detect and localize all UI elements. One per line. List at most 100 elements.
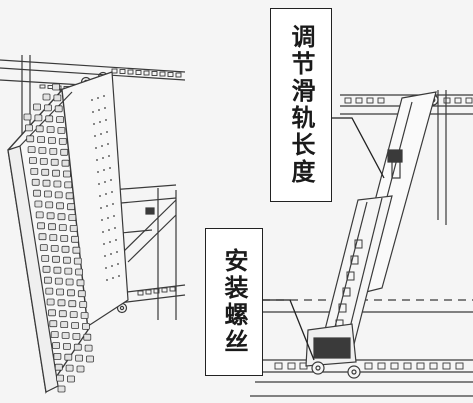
keyboard-key — [48, 137, 56, 144]
keyboard-key — [60, 148, 69, 156]
keyboard-key — [44, 276, 52, 284]
keyboard-key — [69, 224, 78, 232]
keyboard-key — [30, 167, 39, 175]
keyboard-key — [27, 146, 36, 154]
keyboard-key — [57, 299, 66, 307]
keyboard-key — [67, 203, 75, 211]
keyboard-key — [52, 255, 60, 263]
top-rail-holes — [39, 68, 182, 90]
keyboard-key — [33, 103, 41, 111]
keyboard-key — [57, 127, 66, 134]
upper-rack-holes — [344, 97, 473, 104]
keyboard-key — [63, 342, 71, 350]
keyboard-key — [54, 277, 63, 285]
keyboard-key — [49, 147, 58, 155]
keyboard-key — [33, 189, 41, 197]
keyboard-key — [56, 116, 64, 123]
callout-install-screw-text: 安装螺丝 — [220, 248, 248, 356]
keyboard-key — [64, 353, 73, 361]
keyboard-key — [67, 289, 75, 297]
keyboard-key — [71, 235, 79, 243]
keyboard-key — [65, 278, 74, 286]
keyboard-key — [31, 178, 40, 186]
keyboard-key — [50, 331, 59, 339]
keyboard-key — [54, 363, 63, 371]
left-rack-illustration — [0, 55, 186, 394]
keyboard-key — [64, 267, 73, 275]
keyboard-key — [50, 244, 59, 252]
keyboard-key — [57, 385, 66, 393]
leader-adjust-rail — [332, 117, 385, 179]
keyboard-key — [54, 191, 63, 199]
keyboard-key — [49, 234, 58, 242]
keyboard-key — [75, 268, 83, 276]
keyboard-key — [45, 287, 54, 295]
callout-leaders — [263, 117, 385, 361]
keyboard-key — [80, 312, 89, 319]
keyboard-key — [52, 83, 60, 91]
keyboard-key — [58, 137, 67, 145]
keyboard-key — [63, 170, 71, 178]
callout-adjust-rail-length: 调节滑轨长度 — [270, 8, 332, 202]
keyboard-key — [46, 298, 55, 306]
lower-rack-holes — [274, 362, 464, 370]
keyboard-key — [75, 354, 83, 362]
right-rail-illustration — [250, 90, 473, 397]
leader-install-screw — [263, 299, 315, 361]
keyboard-key — [58, 224, 67, 232]
keyboard-key — [60, 234, 69, 242]
keyboard-key — [69, 311, 78, 319]
keyboard-key — [58, 310, 67, 318]
keyboard-key — [39, 157, 48, 165]
keyboard-key — [61, 332, 70, 339]
keyboard-key — [68, 300, 77, 308]
keyboard-key — [56, 374, 64, 382]
keyboard-key — [35, 211, 44, 219]
keyboard-key — [41, 168, 50, 176]
keyboard-key — [41, 254, 50, 262]
keyboard-key — [48, 223, 56, 231]
keyboard-keys — [23, 83, 94, 393]
keyboard-key — [82, 322, 90, 330]
keyboard-key — [39, 244, 48, 252]
tray-perforation — [91, 95, 120, 281]
keyboard-key — [46, 212, 55, 220]
keyboard-key — [76, 279, 85, 287]
keyboard-key — [38, 147, 47, 154]
keyboard-key — [24, 124, 33, 132]
keyboard-key — [57, 213, 66, 221]
keyboard-key — [53, 94, 62, 102]
keyboard-key — [53, 352, 62, 360]
keyboard-key — [61, 245, 70, 253]
callout-adjust-rail-length-text: 调节滑轨长度 — [287, 24, 315, 186]
keyboard-key — [71, 322, 79, 329]
keyboard-key — [65, 364, 74, 372]
keyboard-key — [73, 343, 82, 351]
keyboard-key — [61, 159, 70, 167]
keyboard-key — [67, 375, 75, 383]
keyboard-key — [37, 222, 45, 230]
keyboard-key — [64, 181, 73, 189]
keyboard-key — [68, 214, 77, 222]
keyboard-key — [45, 115, 54, 123]
keyboard-key — [37, 136, 45, 144]
keyboard-key — [38, 233, 47, 241]
rail-slots — [335, 239, 363, 329]
keyboard-key — [65, 192, 74, 200]
keyboard-key — [83, 333, 92, 341]
keyboard-key — [48, 309, 56, 317]
keyboard-key — [84, 344, 93, 352]
keyboard-key — [72, 246, 81, 254]
keyboard-key — [63, 256, 71, 264]
keyboard-key — [53, 180, 62, 188]
keyboard-key — [73, 257, 82, 265]
keyboard-key — [44, 104, 52, 112]
keyboard-key — [42, 179, 51, 187]
bottom-rail-holes — [137, 286, 176, 296]
keyboard-key — [34, 114, 43, 122]
keyboard-key — [77, 290, 86, 298]
keyboard-key — [54, 105, 63, 113]
keyboard-key — [52, 342, 60, 349]
keyboard-key — [56, 202, 64, 210]
